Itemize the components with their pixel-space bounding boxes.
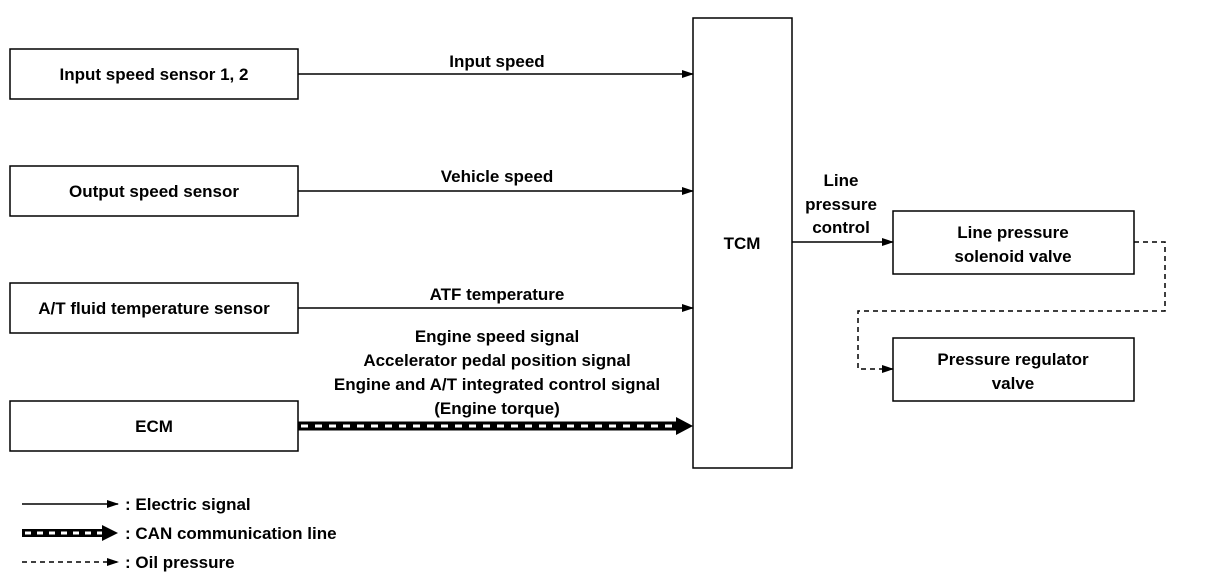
can-communication-arrow — [298, 417, 693, 435]
output-speed-sensor-block: Output speed sensor — [9, 165, 299, 217]
ecm-block: ECM — [9, 400, 299, 452]
line-pressure-control-label-3: control — [812, 218, 870, 237]
legend-can-arrow — [22, 525, 118, 541]
line-pressure-solenoid-label-2: solenoid valve — [954, 247, 1071, 266]
atf-temperature-signal-label: ATF temperature — [430, 285, 565, 304]
pressure-regulator-block: Pressure regulator valve — [892, 337, 1135, 402]
ecm-signal-line-1: Engine speed signal — [415, 327, 579, 346]
atf-temperature-sensor-block: A/T fluid temperature sensor — [9, 282, 299, 334]
atf-temperature-sensor-label: A/T fluid temperature sensor — [38, 299, 270, 318]
vehicle-speed-signal-label: Vehicle speed — [441, 167, 553, 186]
line-pressure-control-label-2: pressure — [805, 195, 877, 214]
line-pressure-solenoid-block: Line pressure solenoid valve — [892, 210, 1135, 275]
legend-oil-label: : Oil pressure — [125, 553, 235, 572]
line-pressure-control-label-1: Line — [824, 171, 859, 190]
input-speed-signal-label: Input speed — [449, 52, 544, 71]
pressure-regulator-label-1: Pressure regulator — [937, 350, 1089, 369]
tcm-block: TCM — [692, 17, 793, 469]
input-speed-sensor-label: Input speed sensor 1, 2 — [60, 65, 249, 84]
output-speed-sensor-label: Output speed sensor — [69, 182, 239, 201]
ecm-signal-line-3: Engine and A/T integrated control signal — [334, 375, 660, 394]
tcm-label: TCM — [724, 234, 761, 253]
ecm-signal-line-4: (Engine torque) — [434, 399, 560, 418]
ecm-label: ECM — [135, 417, 173, 436]
line-pressure-solenoid-label-1: Line pressure — [957, 223, 1069, 242]
legend: : Electric signal : CAN communication li… — [22, 495, 337, 572]
pressure-regulator-label-2: valve — [992, 374, 1035, 393]
legend-can-label: : CAN communication line — [125, 524, 337, 543]
oil-pressure-arrow — [857, 241, 1166, 373]
input-speed-sensor-block: Input speed sensor 1, 2 — [9, 48, 299, 100]
legend-electric-label: : Electric signal — [125, 495, 251, 514]
ecm-signal-line-2: Accelerator pedal position signal — [363, 351, 630, 370]
